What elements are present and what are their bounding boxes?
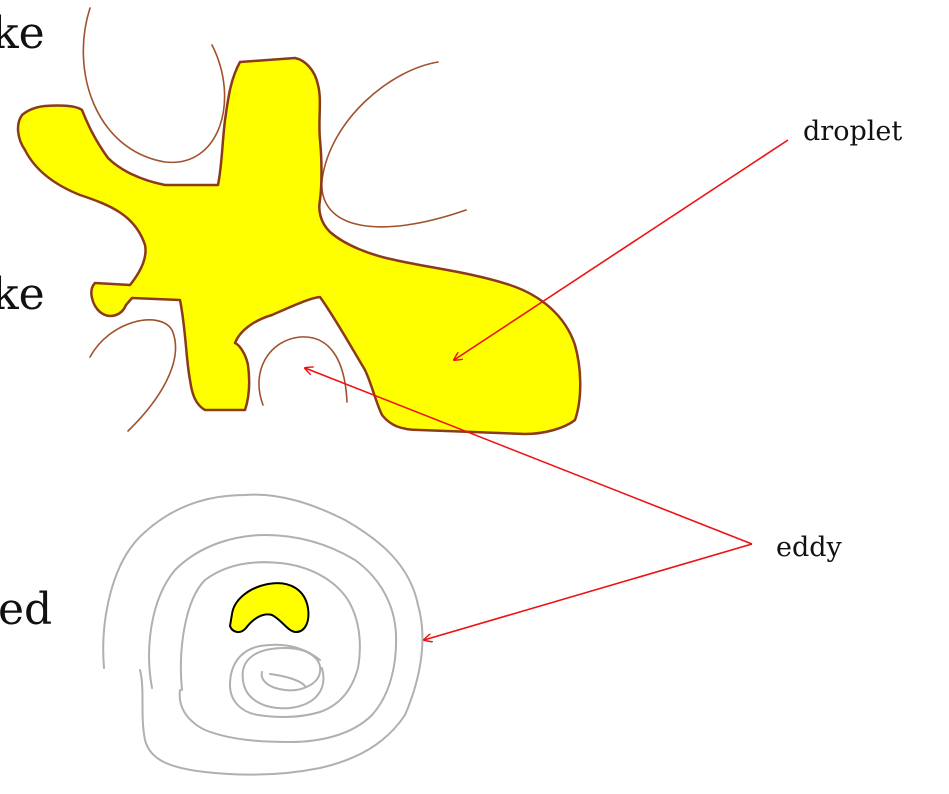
swirl-upper-right [322,62,466,227]
small-droplet [230,583,308,632]
spiral-tail [270,674,305,686]
swirl-top [83,8,224,162]
eddy-spiral [103,495,422,775]
swirl-lower-mid [259,337,347,405]
droplet-label: droplet [803,118,902,145]
swirl-lower-left [90,320,176,431]
droplet-arrow [454,140,788,360]
eddy-arrow-lower [424,544,752,640]
spiral-inner [243,648,324,708]
droplet-shape [18,58,580,434]
eddy-label: eddy [776,534,842,561]
